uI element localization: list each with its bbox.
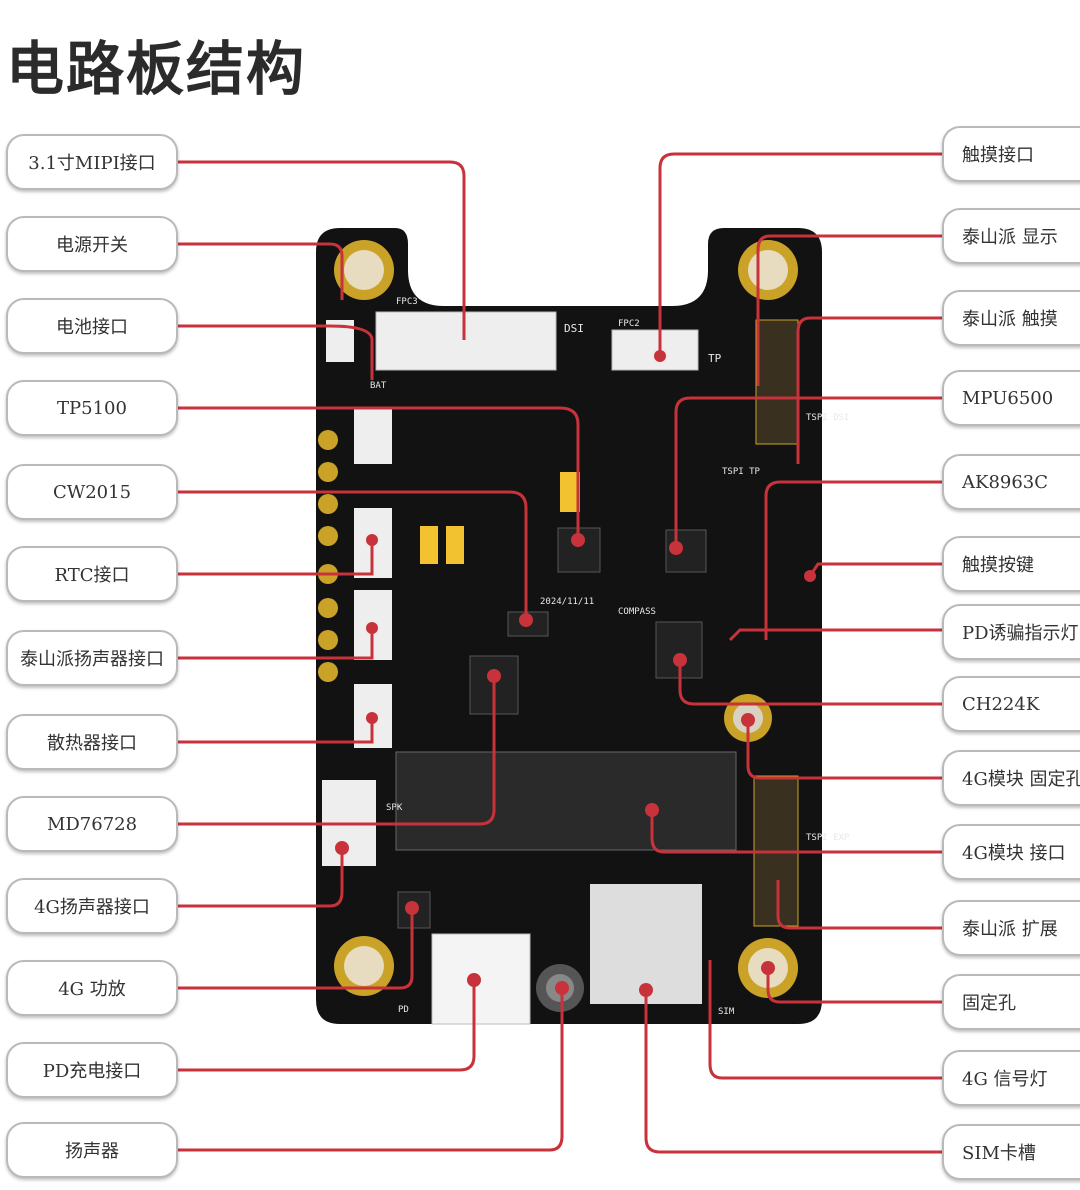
silk-dsi: DSI <box>564 322 584 335</box>
silk-date: 2024/11/11 <box>540 597 594 607</box>
silk-tspi-tp: TSPI TP <box>722 467 761 477</box>
label-touch-interface: 触摸接口 <box>942 126 1080 182</box>
label-heatsink-interface: 散热器接口 <box>6 714 178 770</box>
silk-tp: TP <box>708 352 722 365</box>
label-tspi-display: 泰山派 显示 <box>942 208 1080 264</box>
label-touch-button: 触摸按键 <box>942 536 1080 592</box>
label-mpu6500: MPU6500 <box>942 370 1080 426</box>
page-title: 电路板结构 <box>6 35 307 103</box>
silk-fpc2: FPC2 <box>618 319 640 329</box>
silk-sim: SIM <box>718 1007 735 1017</box>
label-speaker: 扬声器 <box>6 1122 178 1178</box>
tspi-dsi-fpc <box>755 319 799 445</box>
label-4g-signal-led: 4G 信号灯 <box>942 1050 1080 1106</box>
silk-tspi-exp: TSPI EXP <box>806 833 850 843</box>
mounting-hole-top-right <box>738 240 798 300</box>
label-tspi-touch: 泰山派 触摸 <box>942 290 1080 346</box>
label-pd-charging: PD充电接口 <box>6 1042 178 1098</box>
leader-lines <box>178 152 942 1154</box>
silk-tspi-dsi: TSPI DSI <box>806 413 849 423</box>
label-taishanpai-speaker: 泰山派扬声器接口 <box>6 630 178 686</box>
mounting-hole-bottom-left <box>334 936 394 996</box>
label-4g-module-interface: 4G模块 接口 <box>942 824 1080 880</box>
silk-spk: SPK <box>386 803 403 813</box>
touch-connector <box>611 329 699 371</box>
usb-c-port <box>431 933 531 1025</box>
label-pd-indicator: PD诱骗指示灯 <box>942 604 1080 660</box>
label-ak8963c: AK8963C <box>942 454 1080 510</box>
label-tspi-expansion: 泰山派 扩展 <box>942 900 1080 956</box>
dsi-connector <box>375 311 557 371</box>
label-sim-slot: SIM卡槽 <box>942 1124 1080 1180</box>
label-4g-module-mount: 4G模块 固定孔 <box>942 750 1080 806</box>
4g-module-connector <box>395 751 737 851</box>
label-md76728: MD76728 <box>6 796 178 852</box>
mounting-hole-top-left <box>334 240 394 300</box>
label-mipi-interface: 3.1寸MIPI接口 <box>6 134 178 190</box>
silk-fpc3: FPC3 <box>396 297 418 307</box>
silk-bat: BAT <box>370 381 387 391</box>
battery-connector <box>354 408 392 464</box>
label-ch224k: CH224K <box>942 676 1080 732</box>
label-battery-interface: 电池接口 <box>6 298 178 354</box>
label-rtc-interface: RTC接口 <box>6 546 178 602</box>
label-mount-hole: 固定孔 <box>942 974 1080 1030</box>
gold-pads <box>318 430 338 682</box>
silk-compass: COMPASS <box>618 607 656 617</box>
label-cw2015: CW2015 <box>6 464 178 520</box>
label-4g-speaker: 4G扬声器接口 <box>6 878 178 934</box>
silk-pd: PD <box>398 1005 409 1015</box>
label-4g-amplifier: 4G 功放 <box>6 960 178 1016</box>
label-tp5100: TP5100 <box>6 380 178 436</box>
label-power-switch: 电源开关 <box>6 216 178 272</box>
